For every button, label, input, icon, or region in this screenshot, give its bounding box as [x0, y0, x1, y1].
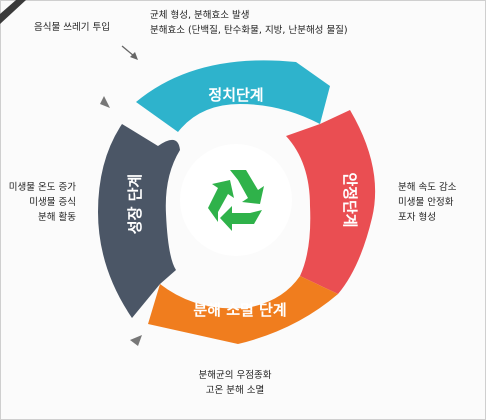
- center-circle: [180, 144, 292, 256]
- stage-bottom-label: 분해 소멸 단계: [193, 301, 286, 319]
- right-annotation: 분해 속도 감소 미생물 안정화 포자 형성: [398, 180, 456, 225]
- recycle-icon: [208, 170, 264, 231]
- stage-top-segment: [136, 60, 330, 132]
- top-annotation: 균체 형성, 분해효소 발생 분해효소 (단백질, 탄수화물, 지방, 난분해성…: [150, 8, 348, 38]
- bottom-arrow: [130, 335, 142, 346]
- stage-top-label: 정치단계: [208, 86, 263, 104]
- stage-right-segment: [286, 110, 376, 294]
- right-annotation-line-3: 포자 형성: [398, 212, 436, 223]
- bottom-annotation-line-1: 분해균의 우점종화: [198, 370, 272, 381]
- stage-right-label: 안정단계: [341, 172, 359, 227]
- left-annotation: 미생물 온도 증가 미생물 증식 분해 활동: [0, 180, 76, 225]
- stage-bottom-segment: [148, 276, 338, 344]
- right-annotation-line-1: 분해 속도 감소: [398, 182, 457, 193]
- top-annotation-line-1: 균체 형성, 분해효소 발생: [150, 10, 250, 21]
- left-arrow: [100, 96, 110, 108]
- input-annotation: 음식물 쓰레기 투입: [34, 22, 110, 33]
- input-arrow: [121, 45, 138, 60]
- top-annotation-line-2: 분해효소 (단백질, 탄수화물, 지방, 난분해성 물질): [150, 25, 348, 36]
- stage-left-label: 성장 단계: [126, 174, 144, 234]
- bottom-annotation-line-2: 고온 분해 소멸: [205, 385, 265, 396]
- left-annotation-line-3: 분해 활동: [38, 212, 76, 223]
- stage-left-segment: [98, 124, 180, 318]
- left-annotation-line-1: 미생물 온도 증가: [8, 182, 76, 193]
- bottom-annotation: 분해균의 우점종화 고온 분해 소멸: [170, 368, 300, 398]
- corner-stripe: [0, 0, 34, 26]
- right-annotation-line-2: 미생물 안정화: [398, 197, 454, 208]
- left-annotation-line-2: 미생물 증식: [29, 197, 76, 208]
